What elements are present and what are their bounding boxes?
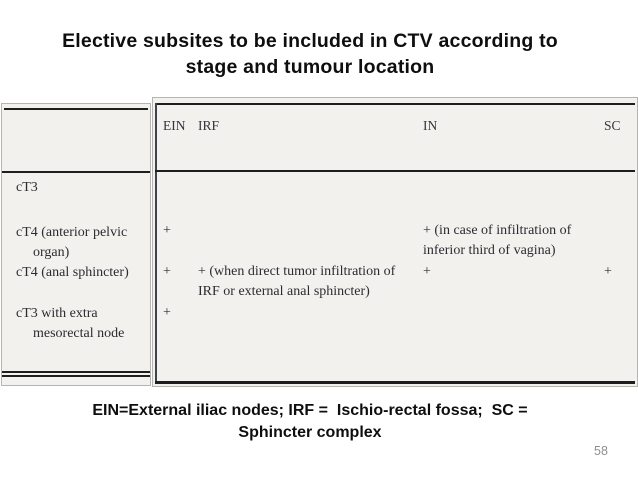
cell-in-ct4-anal: + [423, 264, 431, 279]
legend-footer-line2: Sphincter complex [238, 424, 382, 441]
slide-title: Elective subsites to be included in CTV … [8, 28, 612, 80]
slide-title-line2: stage and tumour location [185, 56, 435, 78]
column-header-in: IN [423, 118, 438, 133]
cell-ein-ct4-anterior: + [163, 223, 171, 238]
table-left-top-rule [4, 108, 148, 110]
legend-footer-line1: EIN=External iliac nodes; IRF = Ischio-r… [92, 402, 528, 419]
legend-footer: EIN=External iliac nodes; IRF = Ischio-r… [8, 400, 612, 444]
table-left-bottom-rule-2 [2, 375, 150, 377]
table-right-bottom-rule [155, 381, 635, 384]
cell-sc-ct4-anal: + [604, 264, 612, 279]
table-data-panel: EIN IRF IN SC + + (in case of infiltrati… [152, 97, 638, 387]
row-label-ct3: cT3 [16, 180, 38, 195]
table-left-header-divider [2, 171, 150, 173]
row-label-ct4-anterior: cT4 (anterior pelvic organ) [16, 225, 128, 260]
table-right-top-rule [155, 103, 635, 105]
cell-ein-ct4-anal: + [163, 264, 171, 279]
page-number: 58 [594, 444, 608, 458]
cell-irf-ct4-anal: + (when direct tumor infiltration of IRF… [198, 264, 396, 299]
cell-ein-ct3-extra-node: + [163, 305, 171, 320]
row-label-ct3-extra-node: cT3 with extra mesorectal node [16, 306, 125, 341]
table-right-header-divider [155, 170, 635, 172]
cell-in-ct4-anterior: + (in case of infiltration of inferior t… [423, 223, 572, 258]
column-header-irf: IRF [198, 118, 220, 133]
row-label-ct4-anal: cT4 (anal sphincter) [16, 265, 129, 280]
table-left-bottom-rule-1 [2, 371, 150, 373]
slide-title-line1: Elective subsites to be included in CTV … [62, 30, 558, 52]
column-header-ein: EIN [163, 118, 186, 133]
table-right-left-rule [155, 103, 157, 384]
table-row-labels-panel: cT3 cT4 (anterior pelvic organ) cT4 (ana… [1, 103, 151, 386]
column-header-sc: SC [604, 118, 621, 133]
